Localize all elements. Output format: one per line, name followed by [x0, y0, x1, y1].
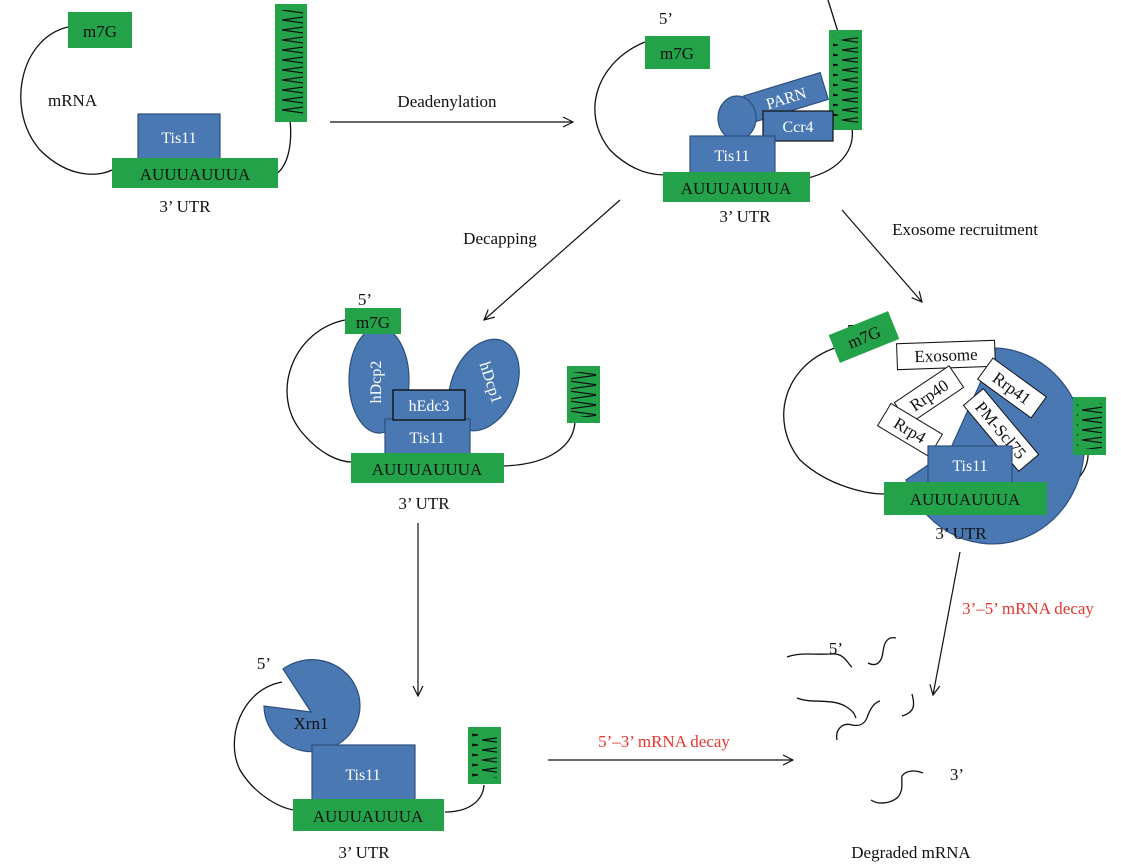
rna-fragment: [867, 636, 897, 666]
svg-text:Ccr4: Ccr4: [782, 119, 813, 136]
m7g-cap: m7G: [345, 308, 401, 334]
are-element: AUUUAUUUA: [351, 453, 504, 483]
utr-label: 3’ UTR: [159, 197, 211, 216]
utr-label: 3’ UTR: [719, 207, 771, 226]
xrn1-protein: Xrn1: [263, 659, 361, 753]
are-element: AUUUAUUUA: [884, 482, 1047, 515]
poly-a-tail: [1073, 397, 1106, 455]
svg-text:AUUUAUUUA: AUUUAUUUA: [313, 807, 424, 826]
are-element: AUUUAUUUA: [663, 172, 810, 202]
svg-text:AUUUAUUUA: AUUUAUUUA: [140, 165, 251, 184]
tis11-protein: Tis11: [927, 445, 1013, 485]
svg-text:AUUUAUUUA: AUUUAUUUA: [681, 179, 792, 198]
rna-fragment: [836, 700, 881, 741]
are-element: AUUUAUUUA: [112, 158, 278, 188]
m7g-cap: m7G: [828, 311, 900, 363]
svg-text:Tis11: Tis11: [714, 148, 749, 165]
mrna-strand: [807, 127, 853, 179]
five-prime-label: 5’: [358, 290, 372, 309]
panel-xrn1-decay: 5’ Xrn1 Tis11 AUUUAUUUA 3’ UTR: [233, 654, 501, 862]
degraded-mrna-label: Degraded mRNA: [851, 843, 971, 862]
panel-intact-mrna: m7G mRNA Tis11 AUUUAUUUA 3’ UTR: [20, 4, 307, 216]
tis11-protein: Tis11: [384, 418, 471, 456]
poly-a-tail: [275, 4, 307, 122]
utr-label: 3’ UTR: [935, 524, 987, 543]
svg-text:Tis11: Tis11: [952, 458, 987, 475]
svg-text:m7G: m7G: [83, 22, 117, 41]
rna-fragment: [786, 653, 853, 668]
are-element: AUUUAUUUA: [293, 799, 444, 831]
step-exosome-recruitment: Exosome recruitment: [892, 220, 1038, 239]
mrna-strand: [501, 419, 576, 467]
arrow-decapping: [484, 199, 621, 320]
mrna-strand: [274, 119, 292, 176]
svg-text:AUUUAUUUA: AUUUAUUUA: [372, 460, 483, 479]
tis11-protein: Tis11: [311, 744, 416, 803]
panel-decapping: 5’ hDcp2 hDcp1 m7G Tis11 hEdc3: [286, 290, 600, 513]
mrna-strand: [444, 784, 485, 813]
mrna-strand: [233, 681, 295, 811]
step-3-5-decay: 3’–5’ mRNA decay: [962, 599, 1094, 618]
hdcp1-protein: hDcp1: [448, 338, 520, 432]
rna-fragment: [796, 697, 857, 719]
poly-a-tail: [567, 366, 600, 423]
three-prime-label: 3’: [950, 765, 964, 784]
mrna-strand: [20, 26, 113, 175]
arrow-3-5-decay: [933, 551, 961, 695]
deadenylase-subunit: [717, 95, 757, 141]
mrna-strand: [783, 347, 885, 495]
utr-label: 3’ UTR: [338, 843, 390, 862]
tis11-protein: Tis11: [689, 135, 776, 175]
svg-text:m7G: m7G: [356, 313, 390, 332]
tis11-protein: Tis11: [137, 113, 221, 161]
mrna-strand: [286, 319, 353, 463]
rna-fragment: [901, 693, 915, 717]
panel-deadenylation: 5’ m7G PARN Ccr4 Tis11 AUUUAUUUA 3: [594, 0, 862, 226]
hedc3-protein: hEdc3: [392, 389, 466, 421]
poly-a-tail: [829, 30, 862, 130]
mrna-strand: [594, 41, 666, 176]
panel-exosome: 5’ m7G Exosome Rrp41 Rrp: [783, 311, 1106, 545]
step-deadenylation: Deadenylation: [397, 92, 497, 111]
svg-text:Xrn1: Xrn1: [294, 714, 329, 733]
exosome-label-box: Exosome: [896, 339, 996, 371]
panel-degraded-mrna: 5’ 3’ Degraded mRNA: [786, 636, 971, 862]
svg-text:Exosome: Exosome: [914, 345, 978, 366]
svg-text:m7G: m7G: [660, 44, 694, 63]
svg-text:hEdc3: hEdc3: [409, 398, 450, 415]
poly-a-tail: [468, 727, 501, 784]
svg-text:hDcp2: hDcp2: [368, 361, 385, 404]
utr-label: 3’ UTR: [398, 494, 450, 513]
svg-text:Tis11: Tis11: [345, 767, 380, 784]
svg-text:Tis11: Tis11: [161, 130, 196, 147]
five-prime-label: 5’: [659, 9, 673, 28]
svg-text:AUUUAUUUA: AUUUAUUUA: [910, 490, 1021, 509]
mrna-label: mRNA: [48, 91, 98, 110]
svg-text:Tis11: Tis11: [409, 430, 444, 447]
arrow-exosome-recruitment: [841, 209, 922, 302]
step-decapping: Decapping: [463, 229, 537, 248]
step-5-3-decay: 5’–3’ mRNA decay: [598, 732, 730, 751]
five-prime-label: 5’: [257, 654, 271, 673]
m7g-cap: m7G: [68, 12, 132, 48]
mrna-strand: [827, 0, 839, 33]
rna-fragment: [870, 770, 924, 804]
m7g-cap: m7G: [645, 36, 710, 69]
